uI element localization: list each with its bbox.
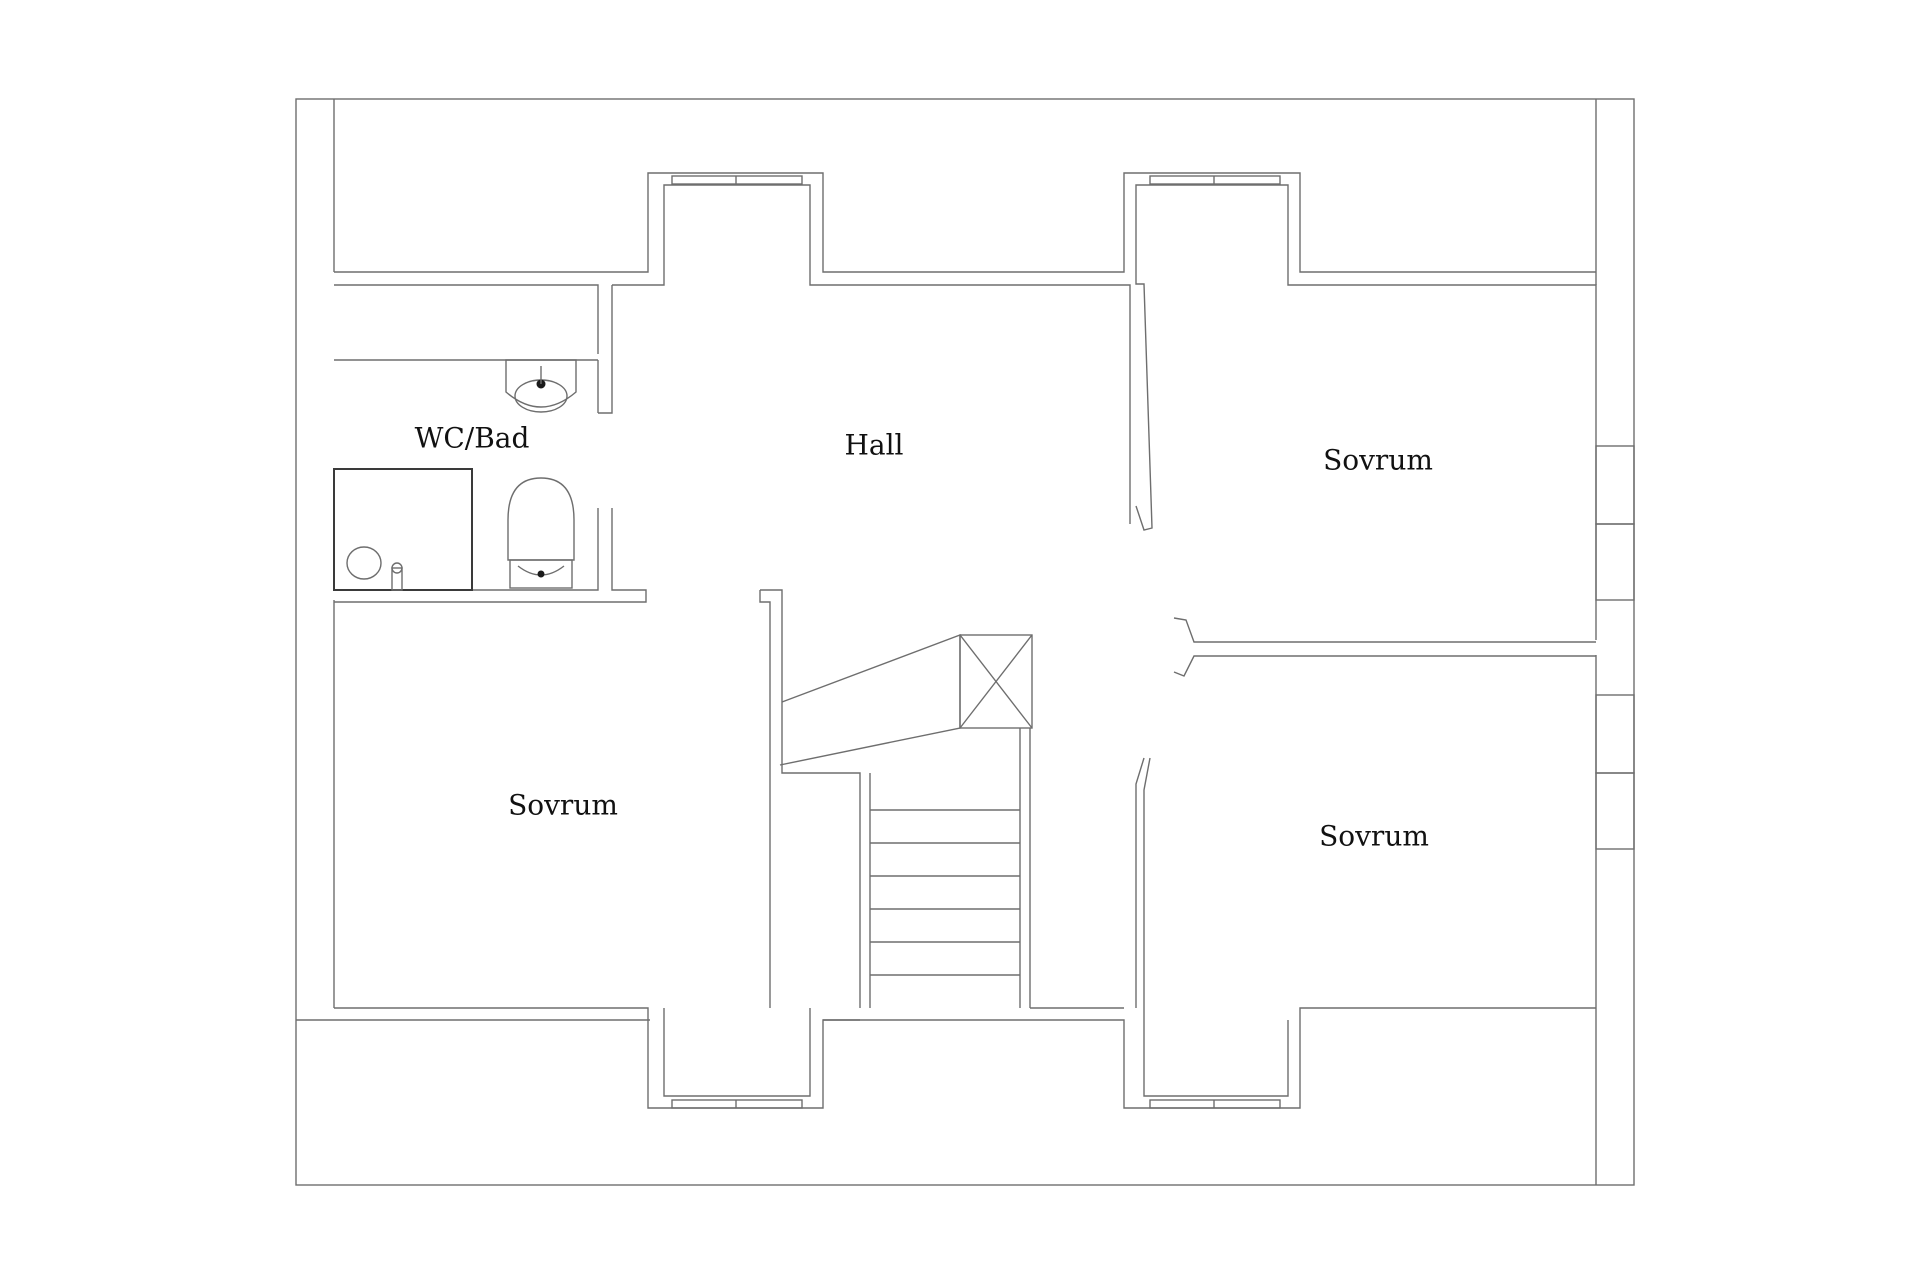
label-sovrum-sw: Sovrum bbox=[508, 789, 618, 822]
bottom-dormer-right-inner bbox=[1143, 1020, 1289, 1097]
ne-room-top-wall bbox=[1135, 184, 1597, 640]
window-bottom-left bbox=[671, 1099, 803, 1109]
stair-left-wall bbox=[760, 589, 861, 1008]
window-top-left bbox=[671, 175, 803, 185]
label-hall: Hall bbox=[844, 429, 903, 462]
bottom-knee-line bbox=[334, 1007, 1596, 1109]
wc-right-wall-upper-outer bbox=[598, 285, 613, 414]
ne-room-bottom-wall bbox=[1173, 617, 1596, 643]
hall-top-wall bbox=[612, 184, 1131, 524]
east-bedroom-walls bbox=[1135, 445, 1635, 1020]
se-room-top-wall bbox=[1173, 655, 1596, 677]
shower-enclosure bbox=[333, 468, 473, 591]
window-right-upper-b bbox=[1595, 523, 1635, 601]
wc-bottom-wall-outer bbox=[334, 508, 647, 603]
stair-left-wall-outer bbox=[759, 590, 771, 1008]
wc-storage-wall bbox=[334, 284, 599, 354]
bottom-inner-walls bbox=[334, 1007, 1596, 1109]
wc-bad-area bbox=[333, 284, 647, 603]
label-sovrum-ne: Sovrum bbox=[1323, 444, 1433, 477]
top-knee-line bbox=[334, 172, 1596, 273]
shower-mixer-knob bbox=[391, 562, 403, 574]
window-right-upper-a bbox=[1595, 445, 1635, 525]
shower-drain bbox=[346, 546, 382, 580]
window-bottom-right bbox=[1149, 1099, 1281, 1109]
se-room-left-wall-outer bbox=[1143, 757, 1151, 1020]
top-inner-walls bbox=[334, 172, 1597, 640]
shower-mixer bbox=[391, 567, 403, 591]
stair-landing-diag-2 bbox=[959, 634, 1033, 729]
stair-landing bbox=[959, 634, 1033, 729]
label-sovrum-se: Sovrum bbox=[1319, 820, 1429, 853]
window-right-lower-a bbox=[1595, 694, 1635, 774]
label-wc-bad: WC/Bad bbox=[415, 422, 530, 455]
stair-winder bbox=[779, 633, 961, 766]
outer-boundary bbox=[295, 98, 1635, 1186]
window-right-lower-b bbox=[1595, 772, 1635, 850]
window-top-right bbox=[1149, 175, 1281, 185]
toilet-bowl bbox=[507, 477, 575, 561]
sink-basin bbox=[505, 359, 577, 408]
se-room-left-wall bbox=[1135, 757, 1145, 1008]
bottom-dormer-left-inner bbox=[663, 1008, 811, 1097]
toilet-flush bbox=[537, 570, 545, 578]
room-labels: WC/Bad Hall Sovrum Sovrum Sovrum bbox=[415, 422, 1433, 853]
toilet-tank bbox=[509, 559, 573, 589]
hall-and-stair bbox=[759, 589, 1033, 1008]
